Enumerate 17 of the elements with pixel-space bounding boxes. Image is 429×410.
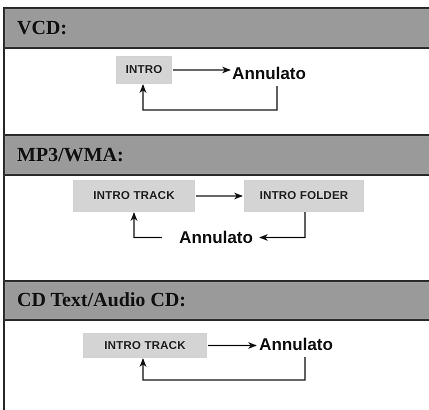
section-header: CD Text/Audio CD: [3,280,429,321]
section-header: MP3/WMA: [3,134,429,176]
mode-text: Annulato [178,225,254,250]
mode-label: INTRO FOLDER [244,180,364,212]
mode-label: INTRO [116,56,172,84]
arrow [130,212,162,238]
mode-text: Annulato [258,333,334,357]
arrow [139,84,278,111]
section-header: VCD: [3,7,429,49]
mode-label: INTRO TRACK [73,180,195,212]
arrow [259,212,306,242]
mode-label: INTRO TRACK [83,333,207,358]
arrow [208,342,257,350]
arrow [196,192,243,200]
arrow [139,357,306,381]
mode-text: Annulato [232,62,306,86]
arrow [173,66,231,74]
